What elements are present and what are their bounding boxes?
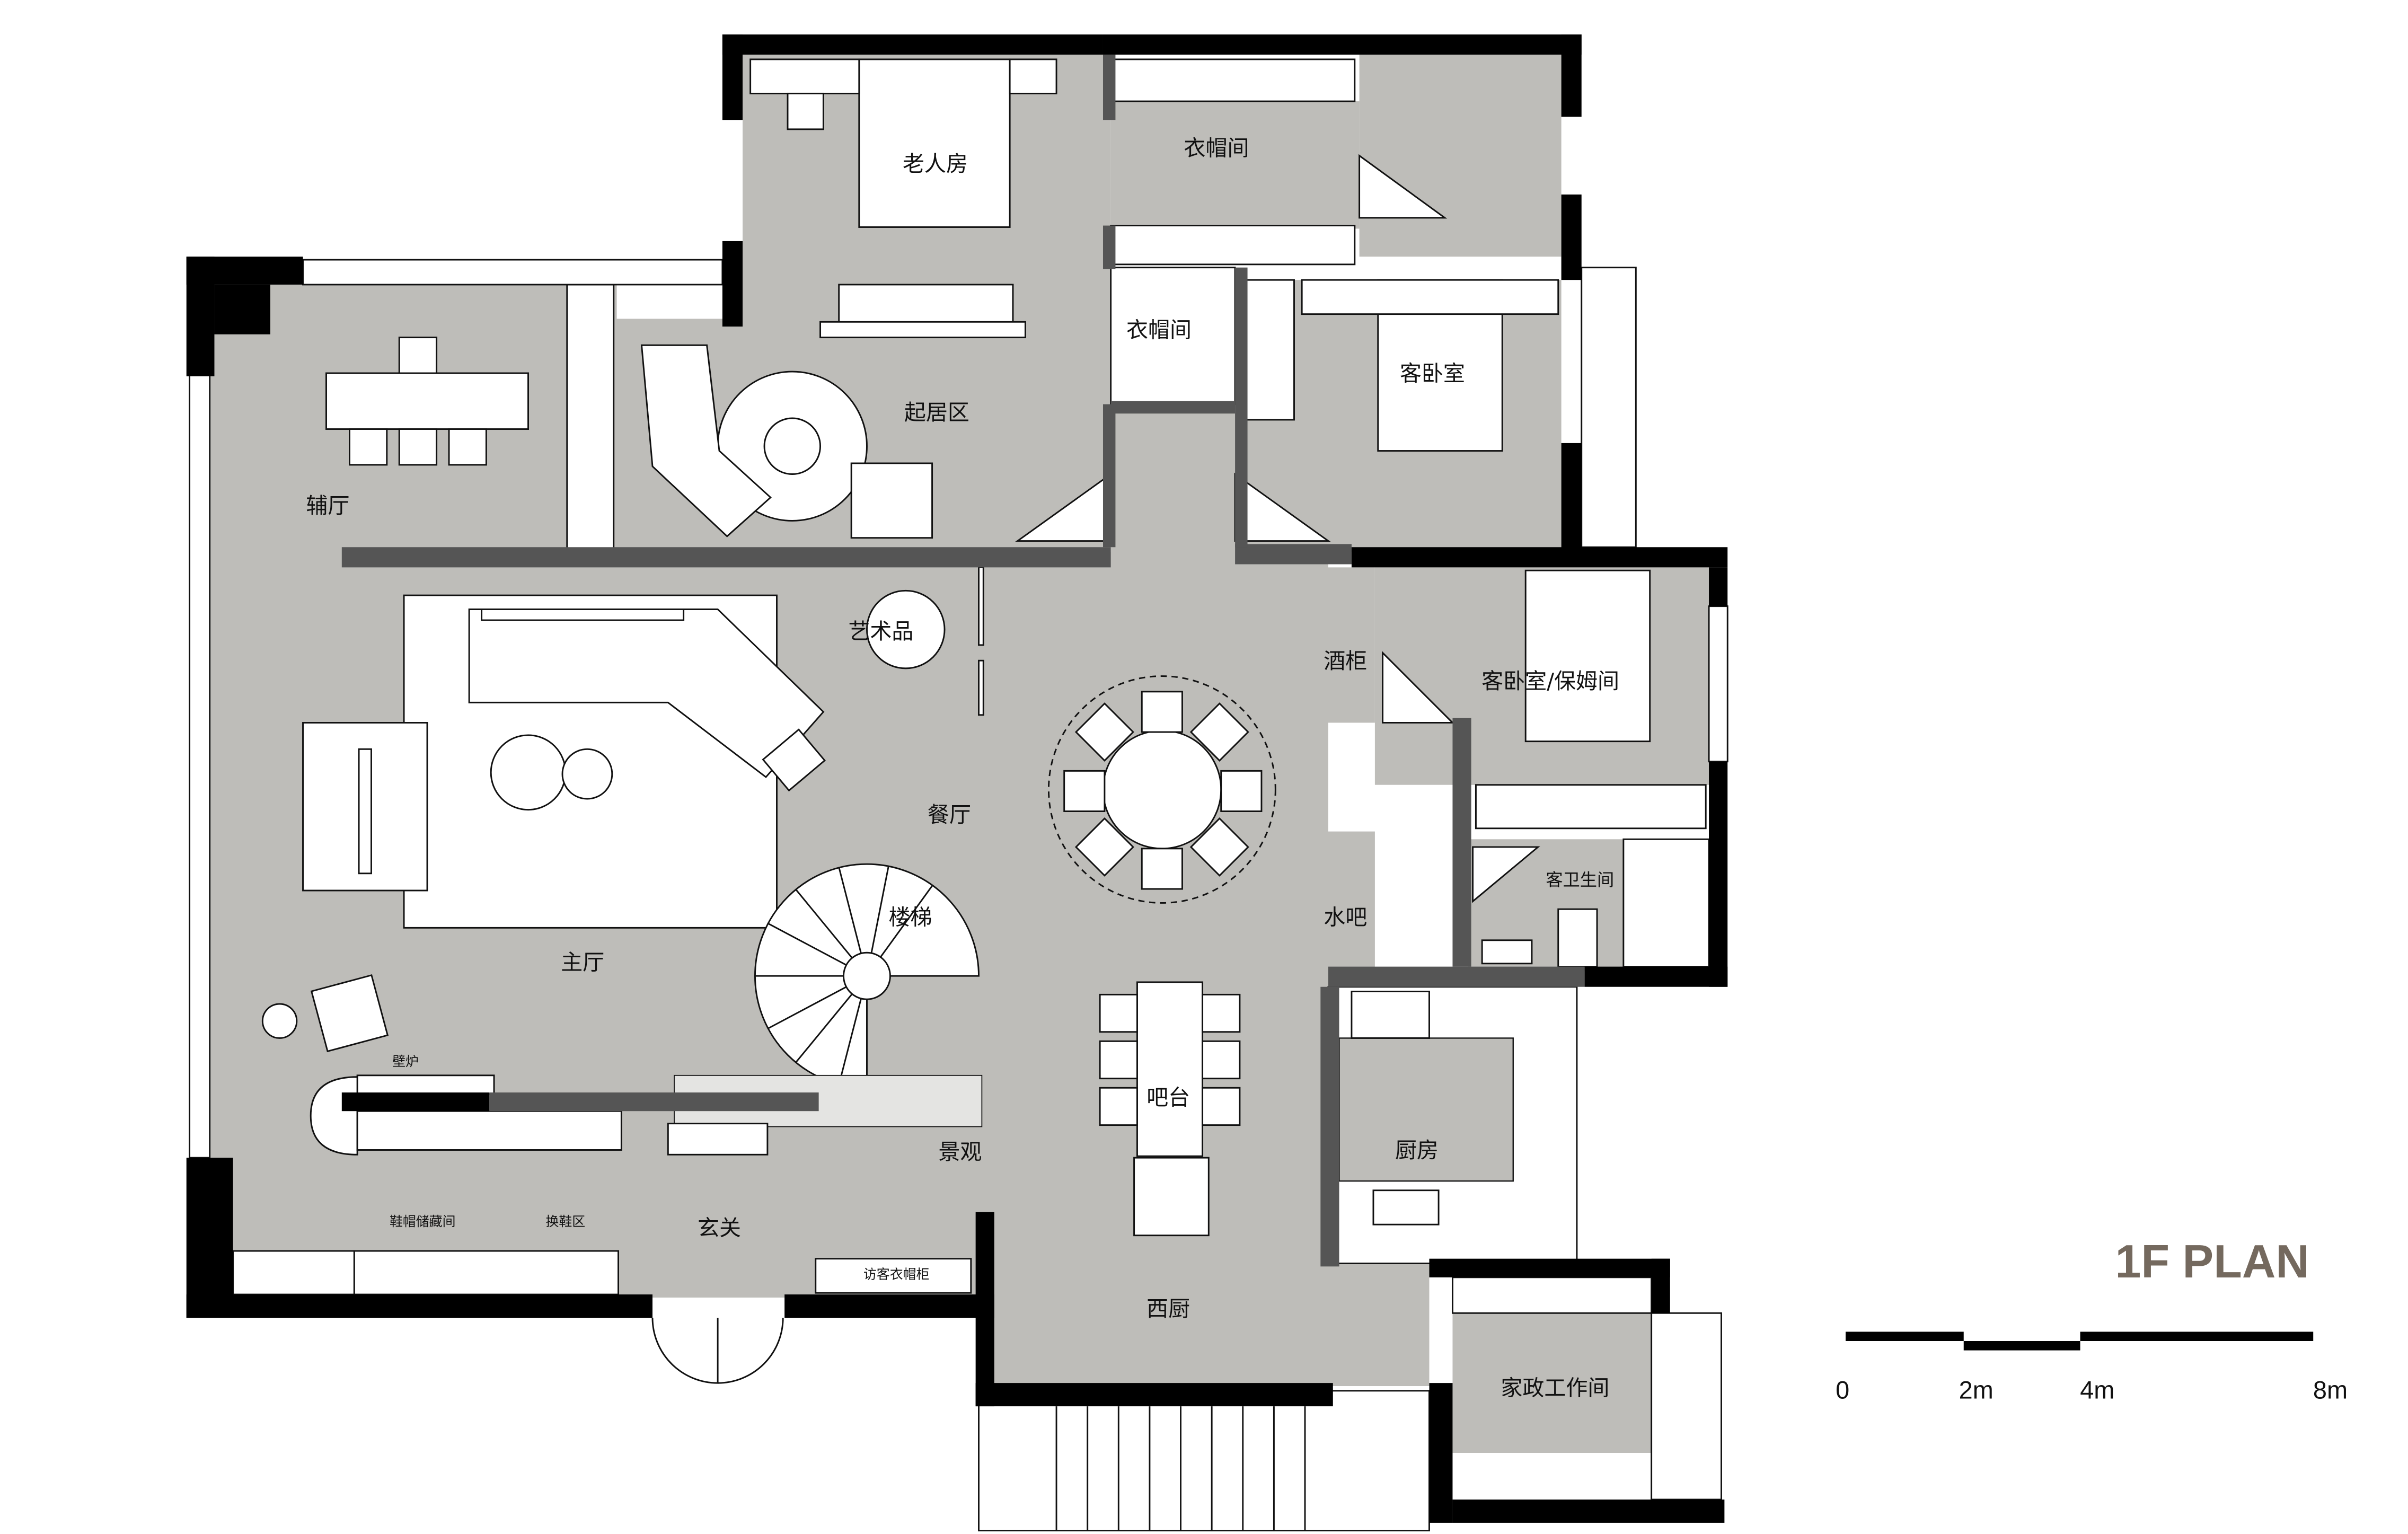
label-wine-cabinet: 酒柜 xyxy=(1324,648,1367,674)
label-main-hall: 主厅 xyxy=(561,949,604,975)
room-labels: 老人房 衣帽间 衣帽间 起居区 客卧室 辅厅 艺术品 酒柜 客卧室/保姆间 餐厅… xyxy=(306,136,1619,1401)
plan-title: 1F PLAN xyxy=(2115,1235,2309,1288)
scale-label-8m: 8m xyxy=(2313,1376,2348,1404)
label-elder-room: 老人房 xyxy=(903,151,968,177)
label-kitchen: 厨房 xyxy=(1395,1138,1439,1163)
label-western-kitchen: 西厨 xyxy=(1146,1296,1190,1321)
furniture xyxy=(189,58,1728,1532)
dining-chairs xyxy=(1063,691,1263,890)
scale-label-4m: 4m xyxy=(2080,1376,2114,1404)
label-shoe-change: 换鞋区 xyxy=(546,1214,586,1229)
label-cloakroom-top: 衣帽间 xyxy=(1184,136,1249,161)
label-fireplace: 壁炉 xyxy=(392,1054,419,1069)
scale-bar: 0 2m 4m 8m xyxy=(1836,1332,2348,1404)
label-shoe-storage: 鞋帽储藏间 xyxy=(390,1214,456,1229)
label-foyer: 玄关 xyxy=(698,1215,741,1241)
label-living-area: 起居区 xyxy=(904,400,969,425)
label-guest-bedroom: 客卧室 xyxy=(1400,361,1465,386)
spiral-stairs xyxy=(754,863,980,1089)
label-housekeeping-room: 家政工作间 xyxy=(1501,1376,1609,1401)
floor-areas xyxy=(209,55,1709,1453)
label-dining: 餐厅 xyxy=(928,802,971,827)
label-bar-counter: 吧台 xyxy=(1146,1085,1190,1110)
label-artwork: 艺术品 xyxy=(848,619,913,644)
label-water-bar: 水吧 xyxy=(1324,904,1367,930)
label-cloakroom-mid: 衣帽间 xyxy=(1126,318,1192,343)
walls xyxy=(186,34,1728,1523)
dining-table xyxy=(1102,729,1222,850)
scale-label-0: 0 xyxy=(1836,1376,1849,1404)
label-guest-bathroom: 客卫生间 xyxy=(1546,870,1614,890)
label-auxiliary-hall: 辅厅 xyxy=(306,493,349,518)
label-guest-maid-room: 客卧室/保姆间 xyxy=(1481,668,1619,694)
label-guest-closet: 访客衣帽柜 xyxy=(863,1267,930,1282)
scale-label-2m: 2m xyxy=(1959,1376,1994,1404)
label-landscape: 景观 xyxy=(938,1139,982,1165)
label-stairs: 楼梯 xyxy=(889,904,932,930)
